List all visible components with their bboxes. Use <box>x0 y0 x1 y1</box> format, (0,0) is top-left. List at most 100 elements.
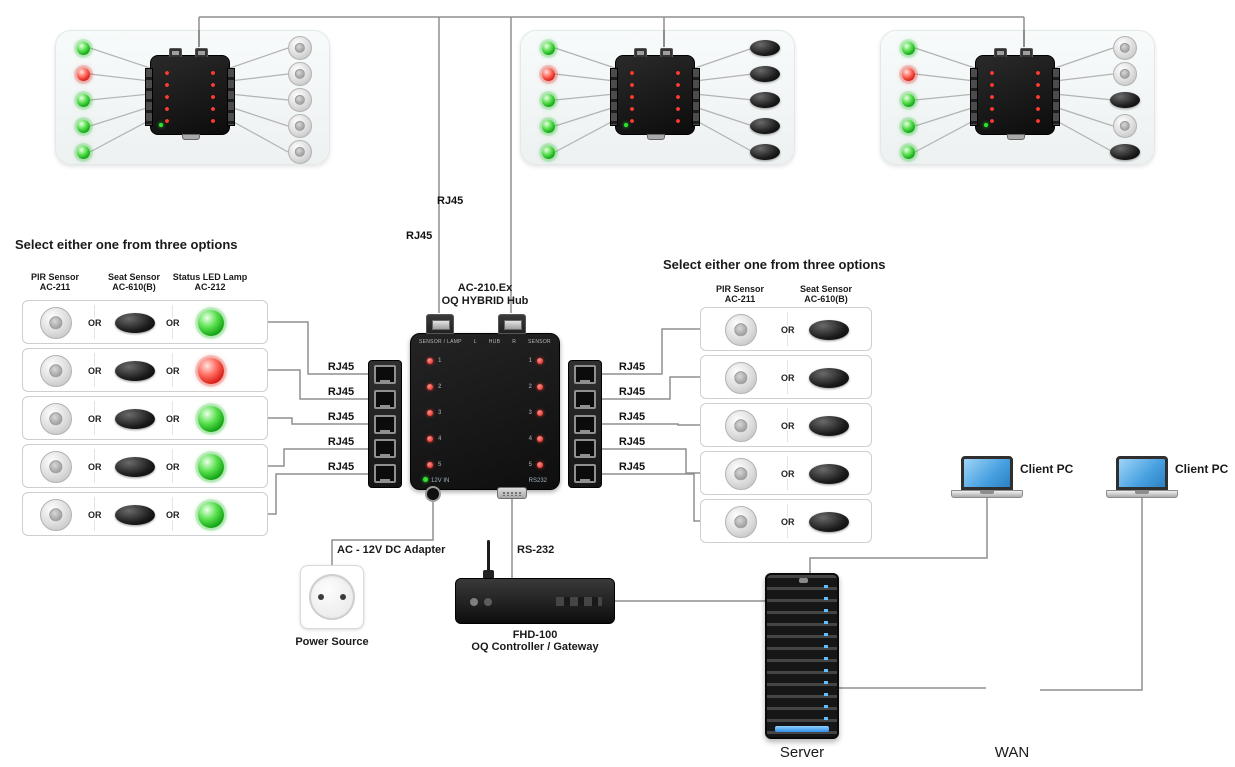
or-label: OR <box>779 373 797 383</box>
hub-device-icon <box>970 48 1060 140</box>
serial-port-icon <box>647 134 665 140</box>
rj45-jack-icon <box>374 439 396 459</box>
room-panel-2 <box>520 30 795 165</box>
led-column <box>676 71 680 129</box>
laptop-base-icon <box>951 490 1023 498</box>
pir-sensor-icon <box>40 499 72 531</box>
led-column <box>165 71 169 129</box>
hub-title: AC-210.Ex OQ HYBRID Hub <box>441 282 529 307</box>
or-label: OR <box>164 462 182 472</box>
status-led <box>902 68 915 81</box>
rj45-port-icon <box>195 48 208 57</box>
sensor-icon <box>750 40 780 56</box>
right-option-row: OR <box>700 403 872 447</box>
rj45-label: RJ45 <box>327 411 355 423</box>
room-panel-1 <box>55 30 330 165</box>
status-led <box>902 42 915 55</box>
rj45-label: RJ45 <box>618 436 646 448</box>
hub-device-icon <box>145 48 235 140</box>
server-tower <box>765 573 839 739</box>
channel-led: 1 <box>529 356 543 366</box>
sensor-icon <box>1110 144 1140 160</box>
server-label: Server <box>779 744 825 761</box>
or-label: OR <box>164 510 182 520</box>
rj45-label: RJ45 <box>327 386 355 398</box>
rj45-jack-icon <box>574 389 596 409</box>
sensor-icon <box>288 114 312 138</box>
channel-led: 1 <box>427 356 441 366</box>
rs232-label: RS-232 <box>517 544 555 556</box>
client-pc-label: Client PC <box>1020 462 1074 476</box>
rj45-label: RJ45 <box>618 361 646 373</box>
hub-device-icon <box>610 48 700 140</box>
rj45-port-icon <box>660 48 673 57</box>
status-led <box>77 94 90 107</box>
laptop-base-icon <box>1106 490 1178 498</box>
pir-sensor-icon <box>40 307 72 339</box>
pir-sensor-icon <box>725 458 757 490</box>
dc-adapter-label: AC - 12V DC Adapter <box>337 544 446 556</box>
rj45-bank-right <box>568 360 602 488</box>
rj45-jack-icon <box>374 389 396 409</box>
wan-label: WAN <box>994 744 1030 761</box>
status-led <box>542 42 555 55</box>
sensor-icon <box>750 118 780 134</box>
channel-led: 3 <box>427 408 441 418</box>
laptop-screen-icon <box>961 456 1013 490</box>
status-led <box>77 42 90 55</box>
status-led <box>77 68 90 81</box>
rj45-jack-icon <box>574 365 596 384</box>
led-column <box>630 71 634 129</box>
status-led-lamp-icon <box>198 406 224 432</box>
power-led <box>624 123 628 127</box>
channel-led: 3 <box>529 408 543 418</box>
rj45-port-icon <box>634 48 647 57</box>
pir-sensor-icon <box>725 506 757 538</box>
status-led-lamp-icon <box>198 310 224 336</box>
or-label: OR <box>86 510 104 520</box>
pir-sensor-icon <box>725 314 757 346</box>
channel-led: 2 <box>529 382 543 392</box>
channel-led: 5 <box>529 460 543 470</box>
sensor-icon <box>750 66 780 82</box>
sensor-icon <box>1113 36 1137 60</box>
left-option-row: OR OR <box>22 444 268 488</box>
or-label: OR <box>86 462 104 472</box>
antenna-base <box>483 570 494 579</box>
led-column <box>211 71 215 129</box>
rj45-label: RJ45 <box>327 436 355 448</box>
rj45-label: RJ45 <box>406 230 433 242</box>
fhd-100-controller <box>455 578 615 624</box>
laptop-screen-icon <box>1116 456 1168 490</box>
hub-led-column-right: 1 2 3 4 5 <box>529 356 543 470</box>
right-options-header: Select either one from three options <box>663 257 886 272</box>
rj45-jack-icon <box>574 414 596 434</box>
seat-sensor-icon <box>115 457 155 477</box>
seat-sensor-icon <box>809 320 849 340</box>
or-label: OR <box>86 414 104 424</box>
status-led-lamp-icon <box>198 502 224 528</box>
rj45-port-icon <box>498 314 526 334</box>
rj45-jack-icon <box>374 464 396 483</box>
or-label: OR <box>164 414 182 424</box>
sensor-icon <box>1113 62 1137 86</box>
status-led-lamp-icon <box>198 454 224 480</box>
channel-led: 4 <box>529 434 543 444</box>
right-option-row: OR <box>700 499 872 543</box>
status-led <box>542 94 555 107</box>
status-led <box>902 94 915 107</box>
rj45-label: RJ45 <box>618 461 646 473</box>
sensor-icon <box>750 144 780 160</box>
sensor-icon <box>288 62 312 86</box>
pir-sensor-icon <box>40 403 72 435</box>
status-led <box>542 120 555 133</box>
rj45-port-icon <box>994 48 1007 57</box>
or-label: OR <box>164 366 182 376</box>
sensor-icon <box>288 88 312 112</box>
rj45-label: RJ45 <box>327 361 355 373</box>
